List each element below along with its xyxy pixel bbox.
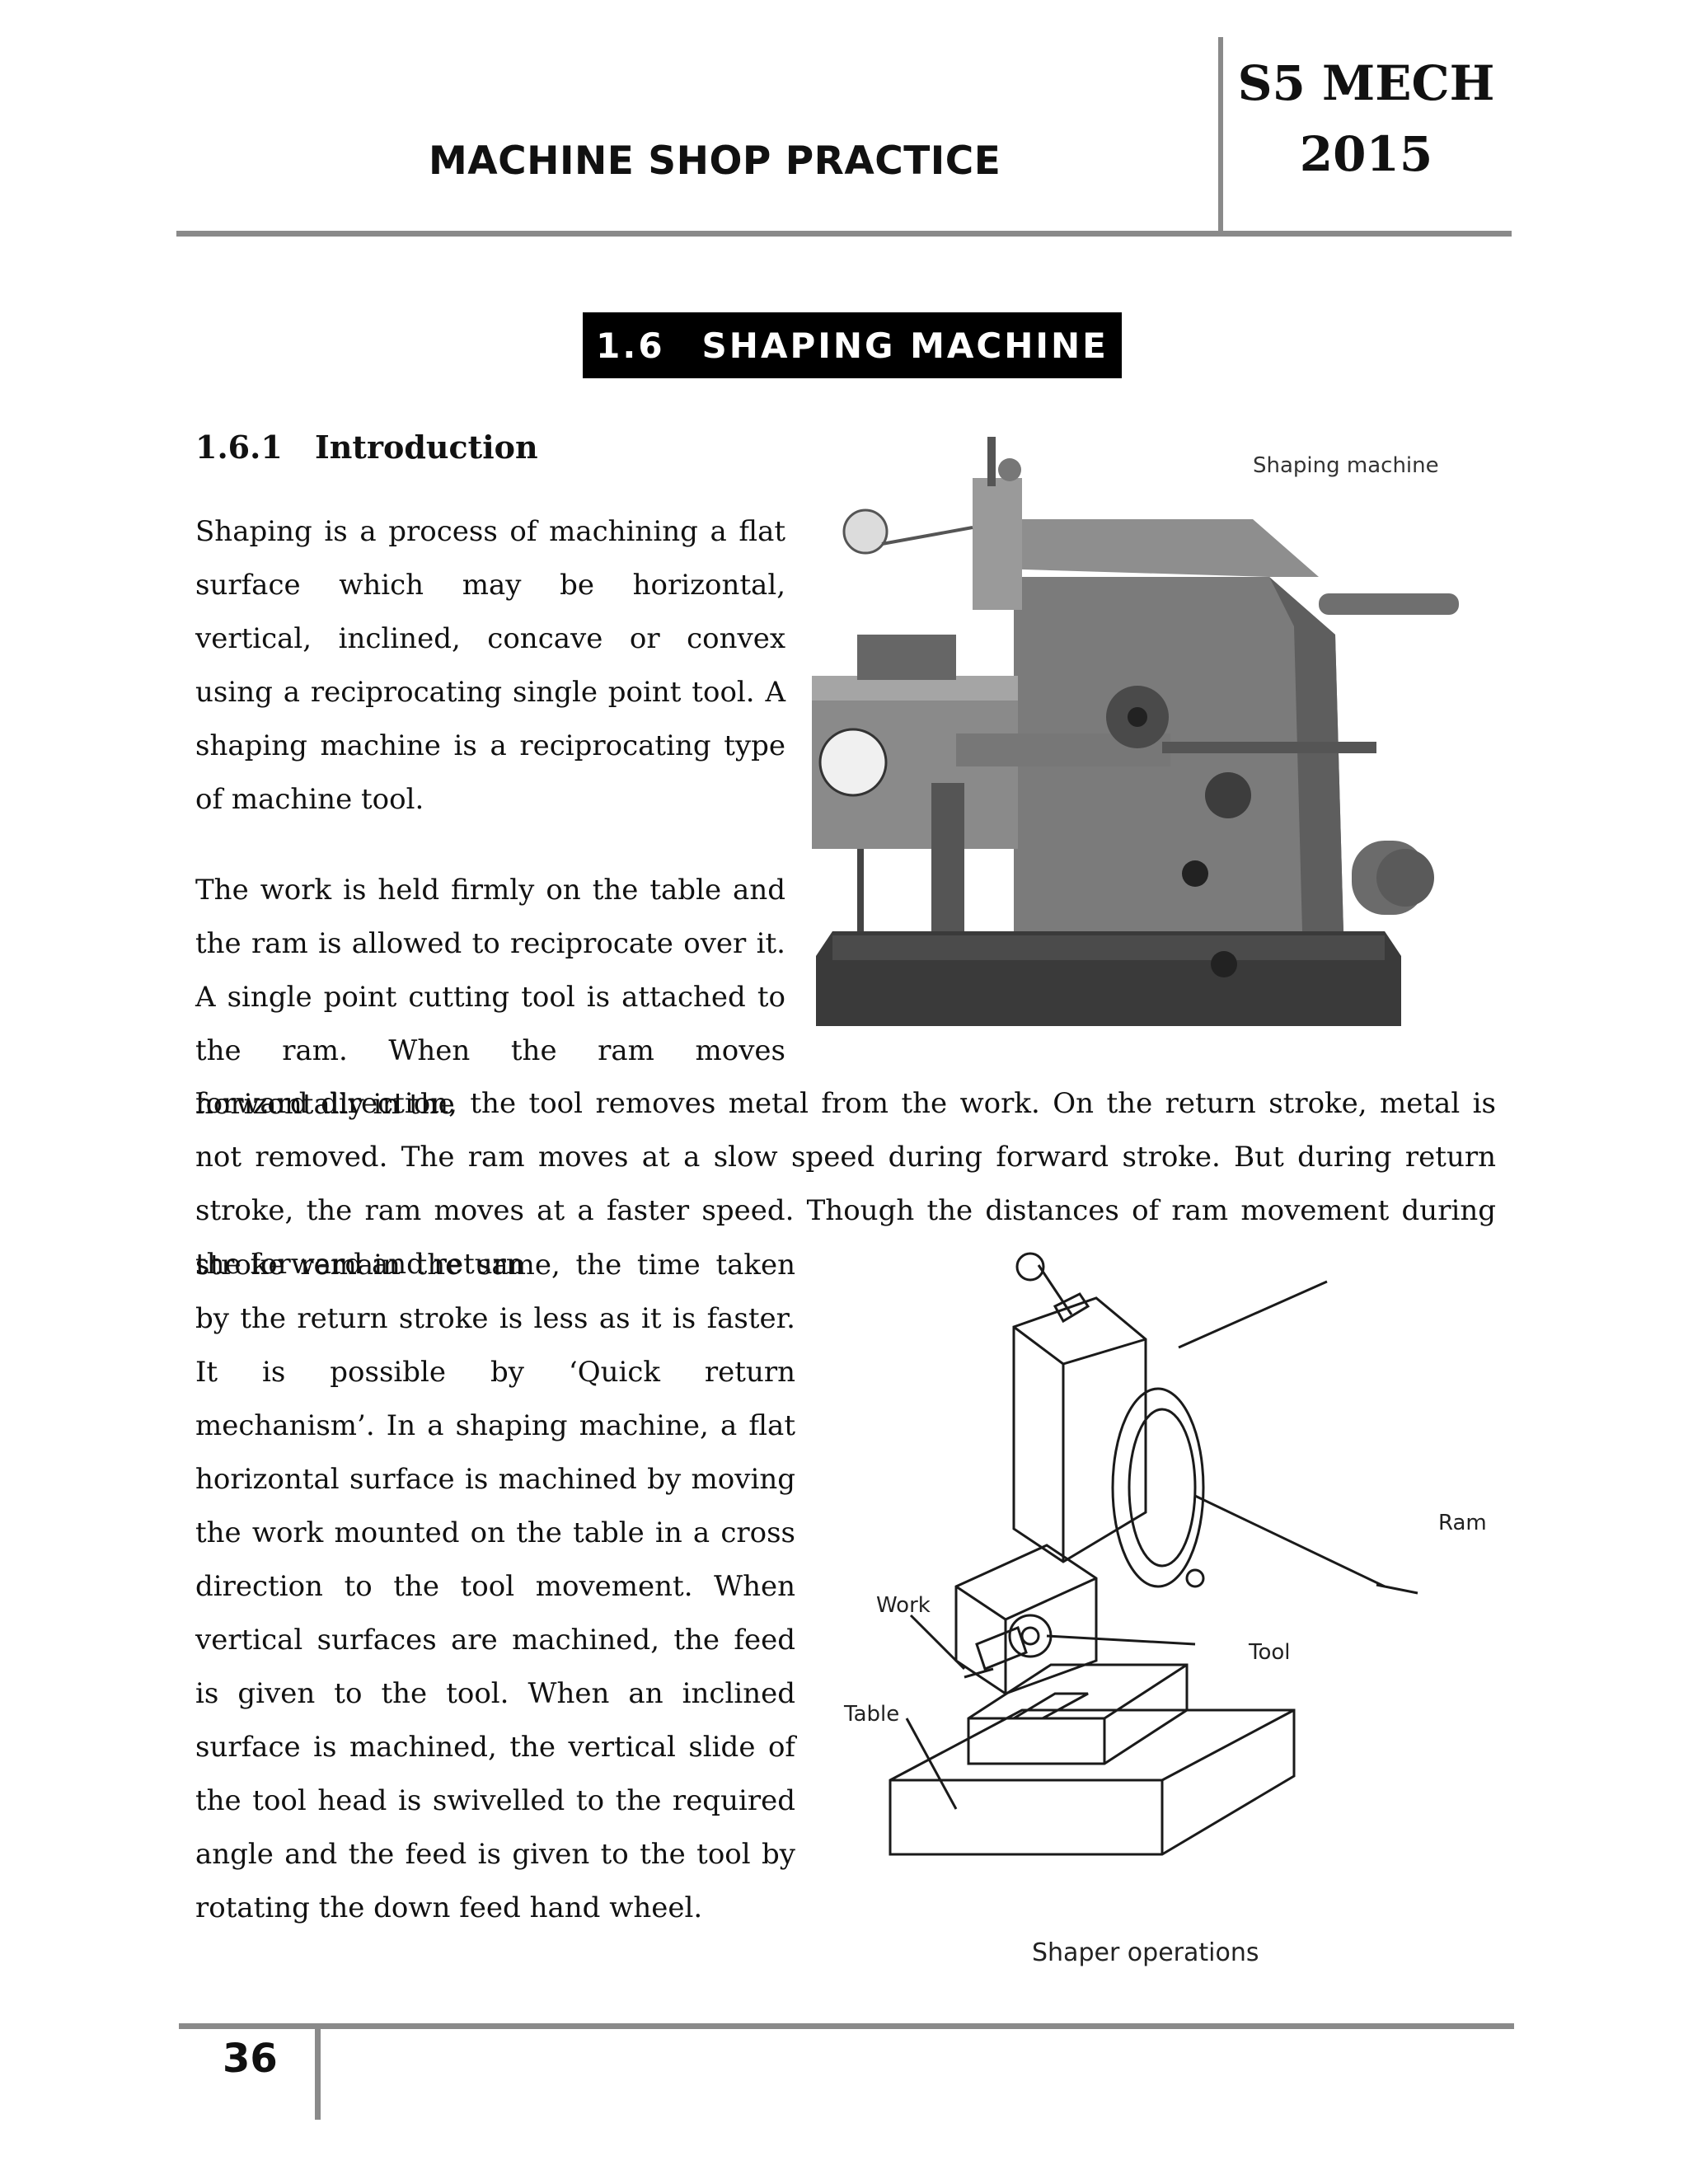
figure1-caption: Shaping machine	[1253, 453, 1439, 478]
label-work: Work	[876, 1593, 931, 1618]
paragraph-2: The work is held firmly on the table and…	[195, 874, 785, 1121]
shaping-machine-image	[812, 437, 1459, 1026]
subsection-heading: 1.6.1 Introduction	[195, 429, 538, 466]
figure2-caption: Shaper operations	[1032, 1938, 1259, 1967]
paragraph-1: Shaping is a process of machining a flat…	[195, 515, 785, 816]
section-banner: 1.6 SHAPING MACHINE	[583, 312, 1122, 378]
course-title: MACHINE SHOP PRACTICE	[429, 138, 1001, 184]
header-rule	[176, 231, 1512, 237]
label-table: Table	[844, 1702, 900, 1727]
paragraph-4: stroke remain the same, the time taken b…	[195, 1249, 795, 1924]
paragraph-3: forward direction, the tool removes meta…	[195, 1087, 1496, 1281]
label-ram: Ram	[1438, 1511, 1487, 1535]
section-title: SHAPING MACHINE	[701, 325, 1109, 366]
class-line-1: S5 MECH	[1237, 55, 1495, 111]
page-number: 36	[223, 2036, 278, 2082]
class-label: S5 MECH 2015	[1228, 48, 1504, 190]
subsection-title: Introduction	[315, 429, 538, 466]
header-divider	[1218, 37, 1223, 233]
subsection-number: 1.6.1	[195, 429, 283, 466]
shaper-operations-diagram	[889, 1252, 1418, 1856]
label-tool: Tool	[1249, 1640, 1291, 1665]
footer-rule	[179, 2023, 1514, 2029]
class-line-2: 2015	[1299, 126, 1433, 182]
footer-divider	[315, 2029, 321, 2120]
section-number: 1.6	[596, 325, 665, 366]
